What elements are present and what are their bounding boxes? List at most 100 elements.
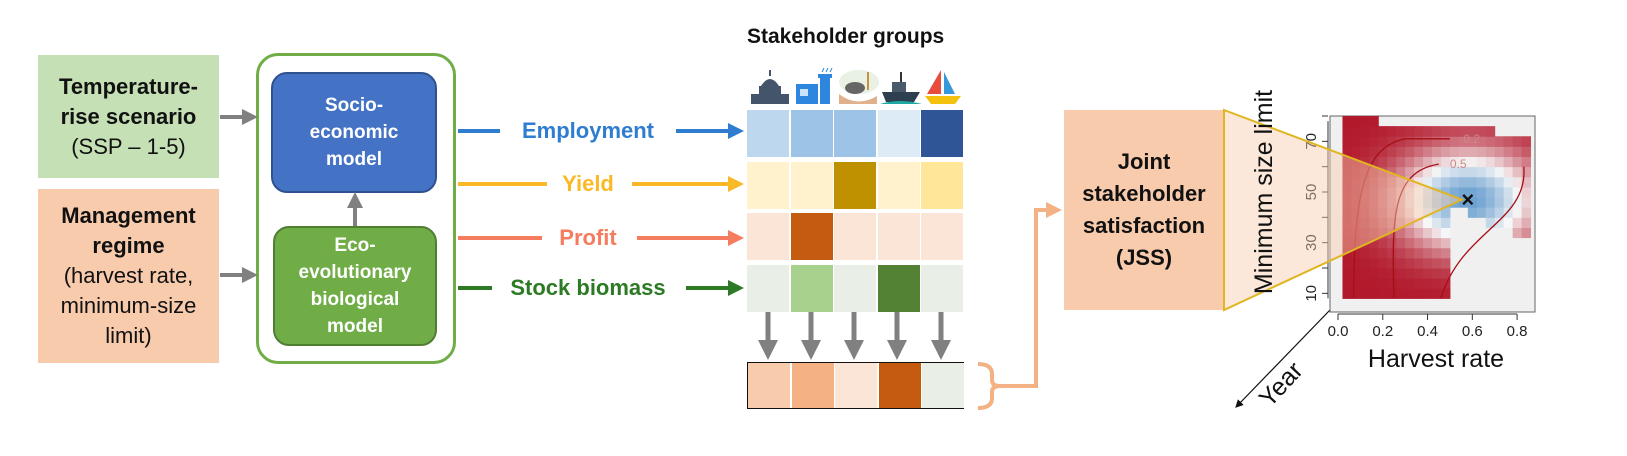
heatmap-cell xyxy=(1458,166,1469,178)
heatmap-cell xyxy=(1467,156,1478,168)
heatmap-cell xyxy=(1342,237,1352,249)
heatmap-cell xyxy=(1369,197,1379,208)
heatmap-cell xyxy=(1369,207,1379,218)
heatmap-cell xyxy=(1351,156,1361,168)
aggregate-cell xyxy=(748,363,790,408)
heatmap-cell xyxy=(1494,166,1505,178)
heatmap-cell xyxy=(1521,186,1532,198)
heatmap-cell xyxy=(1405,268,1415,279)
heatmap-cell xyxy=(1440,217,1451,228)
heatmap-cell xyxy=(1378,227,1388,239)
heatmap-cell xyxy=(1351,186,1361,198)
heatmap-cell xyxy=(1360,247,1370,259)
heatmap-cell xyxy=(1387,217,1397,228)
heatmap-cell xyxy=(1512,197,1523,208)
heatmap-cell xyxy=(1503,207,1514,218)
heatmap-cell xyxy=(1378,278,1388,289)
heatmap-cell xyxy=(1458,146,1469,158)
heatmap-cell xyxy=(1396,146,1406,158)
heatmap-cell xyxy=(1396,257,1406,269)
heatmap-cell xyxy=(1387,247,1397,259)
heatmap-cell xyxy=(1423,278,1433,289)
eco-line-4: model xyxy=(327,316,383,337)
heatmap-cell xyxy=(1360,156,1370,168)
heatmap-cell xyxy=(1414,237,1424,249)
heatmap-cell xyxy=(1405,247,1415,259)
heatmap-cell xyxy=(1351,116,1361,127)
heatmap-cell xyxy=(1440,197,1451,208)
management-title-2: regime xyxy=(92,233,165,258)
heatmap-cell xyxy=(1405,197,1415,208)
heatmap-cell xyxy=(1351,207,1361,218)
heatmap-cell xyxy=(1396,278,1406,289)
heatmap-cell xyxy=(1405,136,1415,147)
heatmap-cell xyxy=(1512,227,1523,239)
heatmap-cell xyxy=(1369,166,1379,178)
heatmap-cell xyxy=(1440,247,1451,259)
heatmap-cell xyxy=(1521,207,1532,218)
heatmap-cell xyxy=(1494,207,1505,218)
heatmap-cell xyxy=(1414,207,1424,218)
heatmap-cell xyxy=(1423,217,1433,228)
temperature-scenario-box: Temperature- rise scenario (SSP – 1-5) xyxy=(38,55,219,178)
eco-line-3: biological xyxy=(310,289,400,310)
heatmap-cell xyxy=(1351,257,1361,269)
heatmap-cell xyxy=(1396,156,1406,168)
heatmap-cell xyxy=(1449,126,1460,137)
heatmap-cell xyxy=(1423,176,1433,188)
heatmap-cell xyxy=(1360,186,1370,198)
aggregation-arrows xyxy=(758,312,951,360)
heatmap-cell xyxy=(1432,126,1442,137)
metric-employment: Employment xyxy=(522,118,654,144)
x-tick-label: 0.6 xyxy=(1462,323,1483,340)
jss-line-1: Joint xyxy=(1117,149,1171,174)
heatmap-cell xyxy=(1440,268,1451,279)
heatmap-cell xyxy=(1485,156,1496,168)
heatmap-cell xyxy=(1387,146,1397,158)
stakeholder-groups-title: Stakeholder groups xyxy=(747,25,945,48)
matrix-cell xyxy=(877,161,920,209)
heatmap-cell xyxy=(1449,166,1460,178)
year-axis-label: Year xyxy=(1254,357,1309,413)
heatmap-cell xyxy=(1414,156,1424,168)
heatmap-cell xyxy=(1378,247,1388,259)
heatmap-cell xyxy=(1512,156,1523,168)
heatmap-cell xyxy=(1387,166,1397,178)
heatmap-cell xyxy=(1432,136,1442,147)
heatmap-cell xyxy=(1414,247,1424,259)
heatmap-cell xyxy=(1494,156,1505,168)
heatmap-cell xyxy=(1521,156,1532,168)
heatmap-cell xyxy=(1432,237,1442,249)
matrix-cell xyxy=(921,213,963,260)
aggregate-cell xyxy=(791,363,834,408)
heatmap-cell xyxy=(1458,197,1469,208)
heatmap-cell xyxy=(1485,197,1496,208)
jss-line-2: stakeholder xyxy=(1082,181,1206,206)
heatmap-cell xyxy=(1432,176,1442,188)
heatmap-cell xyxy=(1405,227,1415,239)
heatmap-cell xyxy=(1360,136,1370,147)
heatmap-cell xyxy=(1467,197,1478,208)
heatmap-cell xyxy=(1342,207,1352,218)
heatmap-cell xyxy=(1387,186,1397,198)
heatmap-cell xyxy=(1449,186,1460,198)
heatmap-cell xyxy=(1414,136,1424,147)
heatmap-cell xyxy=(1485,186,1496,198)
heatmap-cell xyxy=(1360,217,1370,228)
heatmap-cell xyxy=(1423,207,1433,218)
heatmap-cell xyxy=(1414,197,1424,208)
heatmap-cell xyxy=(1485,217,1496,228)
heatmap-cell xyxy=(1432,197,1442,208)
heatmap-cell xyxy=(1432,268,1442,279)
management-regime-box: Management regime (harvest rate, minimum… xyxy=(38,189,219,363)
fishing-vessel-icon xyxy=(880,72,922,104)
government-capitol-icon xyxy=(751,70,789,104)
heatmap-cell xyxy=(1449,156,1460,168)
heatmap-cell xyxy=(1378,136,1388,147)
matrix-cell xyxy=(834,264,876,312)
heatmap-cell xyxy=(1360,166,1370,178)
heatmap-cell xyxy=(1378,186,1388,198)
heatmap-cell xyxy=(1476,186,1487,198)
